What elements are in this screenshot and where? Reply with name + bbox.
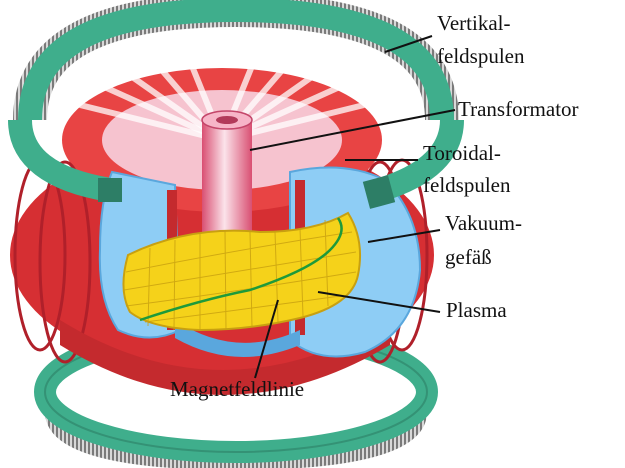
label-plasma: Plasma xyxy=(446,298,507,322)
label-transformer: Transformator xyxy=(458,97,579,121)
label-vertical-coils-1: Vertikal- xyxy=(437,11,510,35)
label-vacuum-vessel-2: gefäß xyxy=(445,245,492,269)
label-vacuum-vessel-1: Vakuum- xyxy=(445,211,522,235)
label-vertical-coils-2: feldspulen xyxy=(437,44,525,68)
label-toroidal-coils-1: Toroidal- xyxy=(423,141,501,165)
label-field-line: Magnetfeldlinie xyxy=(170,377,304,401)
label-toroidal-coils-2: feldspulen xyxy=(423,173,511,197)
